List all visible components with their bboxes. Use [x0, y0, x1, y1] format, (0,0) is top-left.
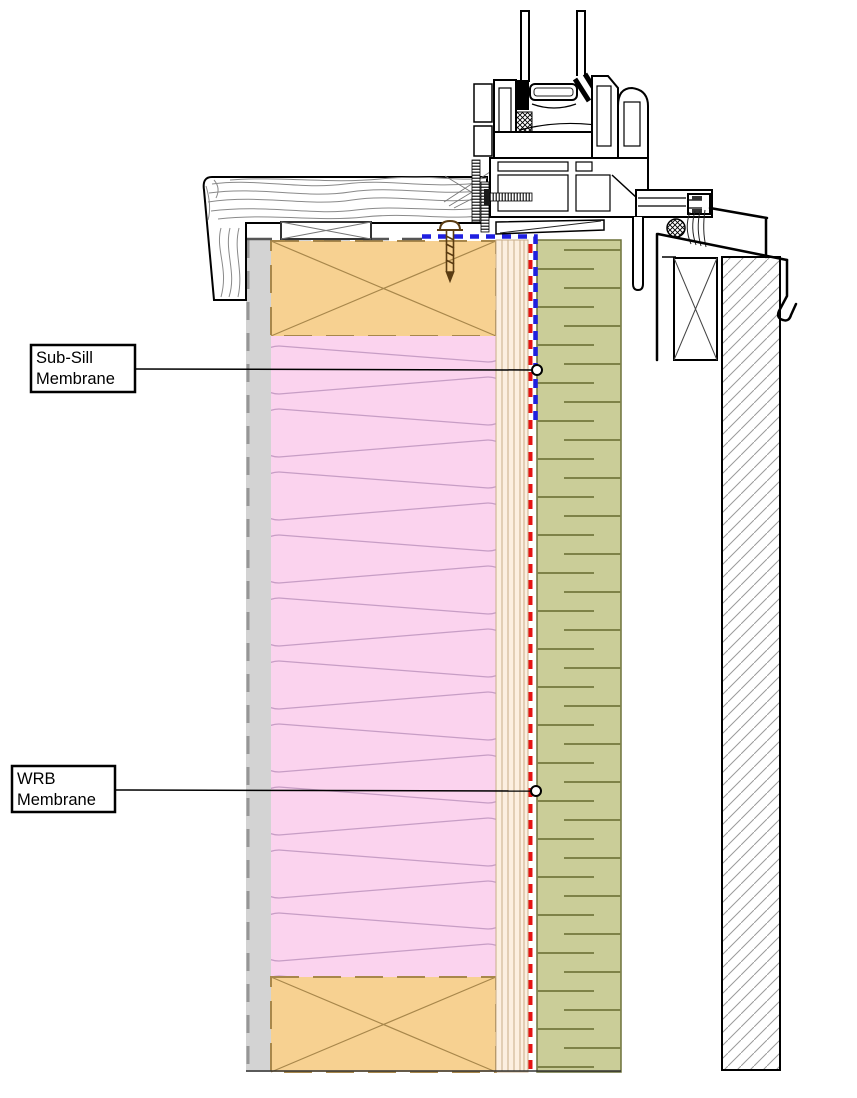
frame-leg [632, 217, 644, 292]
wall-assembly [246, 239, 781, 1073]
trim-blocking-box [280, 221, 372, 240]
batt-insulation [271, 336, 496, 977]
frame-anchor-fasteners [471, 159, 533, 233]
screw-head-side [484, 189, 490, 205]
label-text-line1: Sub-Sill [36, 349, 93, 367]
sealant-web [443, 171, 494, 209]
sub-sill-membrane-line [422, 234, 538, 426]
label-wrb-membrane: WRB Membrane [10, 764, 542, 814]
glass-spacer [529, 83, 578, 101]
label-text-line1: WRB [17, 770, 56, 788]
brick-veneer [721, 256, 781, 1071]
label-box [29, 343, 137, 394]
drip-edge [776, 258, 798, 322]
clip-gasket-bottom [692, 209, 702, 213]
frame-profile [473, 83, 713, 292]
bottom-wood-blocking [270, 976, 497, 1073]
leader-terminal-circle [530, 785, 542, 797]
exterior-trim-blocking [673, 257, 718, 361]
screw-fastener [437, 219, 463, 284]
label-text-line2: Membrane [17, 791, 96, 809]
jamb-extension-lower [473, 125, 493, 157]
label-box [10, 764, 117, 814]
interior-wood-sill [202, 176, 488, 301]
sill-adapter-trim [495, 219, 605, 235]
window-glass [520, 10, 586, 82]
sheathing-board [495, 239, 529, 1073]
clip-gasket-top [692, 196, 702, 200]
sealant-arcs [686, 209, 707, 248]
glazing-stop [515, 80, 529, 110]
leader-line [134, 368, 534, 371]
wood-grain-hatch [205, 176, 488, 298]
label-text-line2: Membrane [36, 370, 115, 388]
label-sub-sill-membrane: Sub-Sill Membrane [29, 343, 543, 394]
backer-rod [666, 218, 686, 238]
horizontal-screw [489, 192, 533, 202]
glass-spacer-inner [533, 87, 574, 97]
window-frame-assembly [471, 10, 713, 292]
jamb-extension-upper [473, 83, 493, 123]
top-wood-blocking [270, 240, 497, 337]
leader-line [114, 789, 533, 792]
sill-flashing [655, 206, 798, 362]
interior-finish-board [246, 240, 271, 1072]
exterior-insulation-board [536, 239, 622, 1073]
sealant-joint [666, 209, 707, 248]
leader-terminal-circle [531, 364, 543, 376]
sash-profile [493, 75, 649, 159]
